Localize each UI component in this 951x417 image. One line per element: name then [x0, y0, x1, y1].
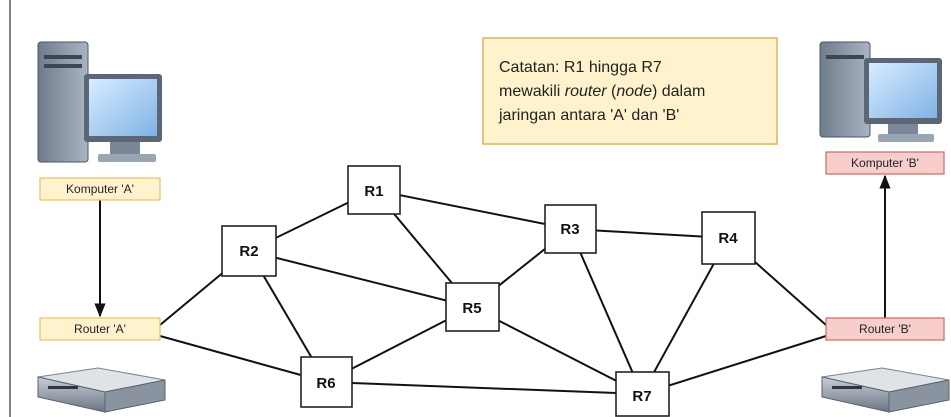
router-node-r7: R7 [615, 371, 670, 417]
router-node-label: R5 [462, 300, 481, 317]
router-node-label: R4 [718, 230, 738, 247]
note-line-2: mewakili router (node) dalam [499, 83, 705, 100]
link-line [159, 335, 327, 383]
link-line [373, 189, 571, 230]
server-b-icon [821, 367, 950, 413]
link-line [471, 306, 643, 395]
router-node-label: R6 [316, 375, 335, 392]
link-line [641, 335, 827, 395]
link-line [248, 250, 473, 308]
router-b-tag: Router 'B' [825, 317, 945, 341]
server-a-icon [37, 367, 166, 413]
computer-b-label: Komputer 'B' [851, 156, 919, 170]
note-line-3: jaringan antara 'A' dan 'B' [498, 107, 679, 124]
router-b-label: Router 'B' [859, 322, 911, 336]
router-node-label: R2 [239, 243, 258, 260]
router-node-label: R1 [364, 183, 383, 200]
note-line-1: Catatan: R1 hingga R7 [499, 59, 662, 76]
router-node-r3: R3 [544, 204, 597, 254]
router-node-label: R7 [632, 388, 651, 405]
router-node-r2: R2 [221, 225, 277, 277]
router-node-r1: R1 [347, 165, 401, 215]
router-node-r4: R4 [701, 211, 756, 265]
computer-a-label: Komputer 'A' [66, 182, 134, 196]
link-line [325, 381, 643, 395]
computer-b-icon [819, 41, 942, 142]
computer-a-icon [37, 41, 162, 163]
link-line [569, 228, 643, 395]
router-node-label: R3 [560, 221, 579, 238]
router-a-tag: Router 'A' [39, 317, 161, 341]
computer-a-tag: Komputer 'A' [39, 177, 161, 201]
router-a-label: Router 'A' [74, 322, 126, 336]
router-node-r5: R5 [445, 282, 500, 332]
note-box: Catatan: R1 hingga R7 mewakili router (n… [482, 37, 778, 145]
computer-b-tag: Komputer 'B' [825, 151, 945, 175]
router-node-r6: R6 [300, 356, 353, 408]
